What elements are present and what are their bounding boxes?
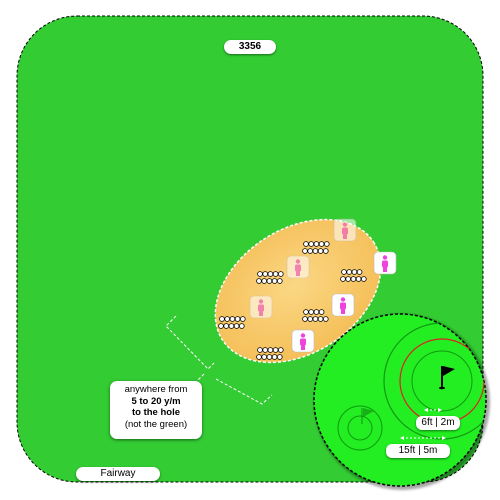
golf-ball-icon	[355, 276, 362, 282]
person-icon	[333, 218, 357, 242]
golf-ball-icon	[313, 241, 320, 247]
golf-balls-group	[218, 241, 367, 360]
golf-ball-icon	[341, 269, 347, 275]
golf-ball-icon	[308, 309, 315, 315]
golf-ball-icon	[307, 316, 314, 322]
golf-ball-icon	[224, 316, 231, 322]
tip-callout: anywhere from 5 to 20 y/m to the hole (n…	[110, 381, 202, 439]
golf-ball-icon	[218, 323, 224, 329]
golf-ball-icon	[312, 248, 319, 254]
golf-ball-icon	[351, 269, 358, 275]
golf-ball-icon	[340, 276, 346, 282]
golf-ball-icon	[223, 323, 230, 329]
golf-ball-icon	[262, 347, 269, 353]
tip-line-2: 5 to 20 y/m	[131, 395, 181, 407]
golf-ball-icon	[360, 276, 367, 282]
players-group	[249, 218, 397, 353]
fairway-label: Fairway	[76, 467, 160, 481]
golf-ball-icon	[228, 323, 235, 329]
tip-line-3: to the hole	[131, 407, 181, 418]
golf-ball-icon	[271, 278, 278, 284]
golf-ball-icon	[266, 278, 273, 284]
golf-ball-icon	[303, 241, 309, 247]
golf-ball-icon	[272, 347, 279, 353]
golf-ball-icon	[307, 248, 314, 254]
golf-ball-icon	[256, 354, 262, 360]
golf-ball-icon	[277, 271, 284, 277]
person-icon	[286, 255, 310, 279]
tip-line-1: anywhere from	[124, 384, 188, 395]
secondary-flag-icon	[361, 408, 374, 424]
golf-ball-icon	[323, 241, 330, 247]
distance-near-label: 6ft | 2m	[416, 416, 460, 430]
golf-ball-icon	[277, 347, 284, 353]
person-icon	[331, 293, 355, 317]
golf-ball-icon	[322, 248, 329, 254]
golf-ball-icon	[302, 248, 308, 254]
golf-ball-icon	[267, 271, 274, 277]
golf-ball-icon	[346, 269, 353, 275]
golf-ball-icon	[266, 354, 273, 360]
hole-number-badge: 3356	[224, 40, 276, 54]
golf-ball-icon	[318, 309, 325, 315]
golf-ball-icon	[308, 241, 315, 247]
golf-ball-icon	[261, 354, 268, 360]
flag-icon	[439, 366, 455, 390]
tip-line-4: (not the green)	[124, 418, 188, 430]
person-icon	[373, 251, 397, 275]
golf-ball-icon	[267, 347, 274, 353]
golf-ball-icon	[257, 347, 263, 353]
golf-ball-icon	[240, 316, 246, 322]
target-zone-guide	[165, 315, 273, 405]
golf-ball-icon	[350, 276, 357, 282]
golf-ball-icon	[276, 354, 283, 360]
golf-ball-icon	[302, 316, 308, 322]
golf-ball-icon	[229, 316, 236, 322]
golf-ball-icon	[317, 248, 324, 254]
golf-ball-icon	[303, 309, 309, 315]
golf-ball-icon	[271, 354, 278, 360]
golf-ball-icon	[312, 316, 319, 322]
golf-ball-icon	[256, 278, 262, 284]
person-icon	[291, 329, 315, 353]
golf-ball-icon	[356, 269, 363, 275]
distance-far-label: 15ft | 5m	[386, 444, 450, 458]
golf-ball-icon	[262, 271, 269, 277]
golf-ball-icon	[239, 323, 245, 329]
golf-ball-icon	[257, 271, 263, 277]
golf-ball-icon	[322, 316, 329, 322]
golf-ball-icon	[276, 278, 283, 284]
golf-ball-icon	[318, 241, 325, 247]
golf-ball-icon	[345, 276, 352, 282]
golf-ball-icon	[317, 316, 324, 322]
golf-ball-icon	[234, 316, 241, 322]
golf-ball-icon	[313, 309, 320, 315]
person-icon	[249, 295, 273, 319]
golf-ball-icon	[233, 323, 240, 329]
golf-ball-icon	[219, 316, 225, 322]
golf-ball-icon	[261, 278, 268, 284]
golf-ball-icon	[272, 271, 279, 277]
sand-bunker	[214, 218, 382, 364]
